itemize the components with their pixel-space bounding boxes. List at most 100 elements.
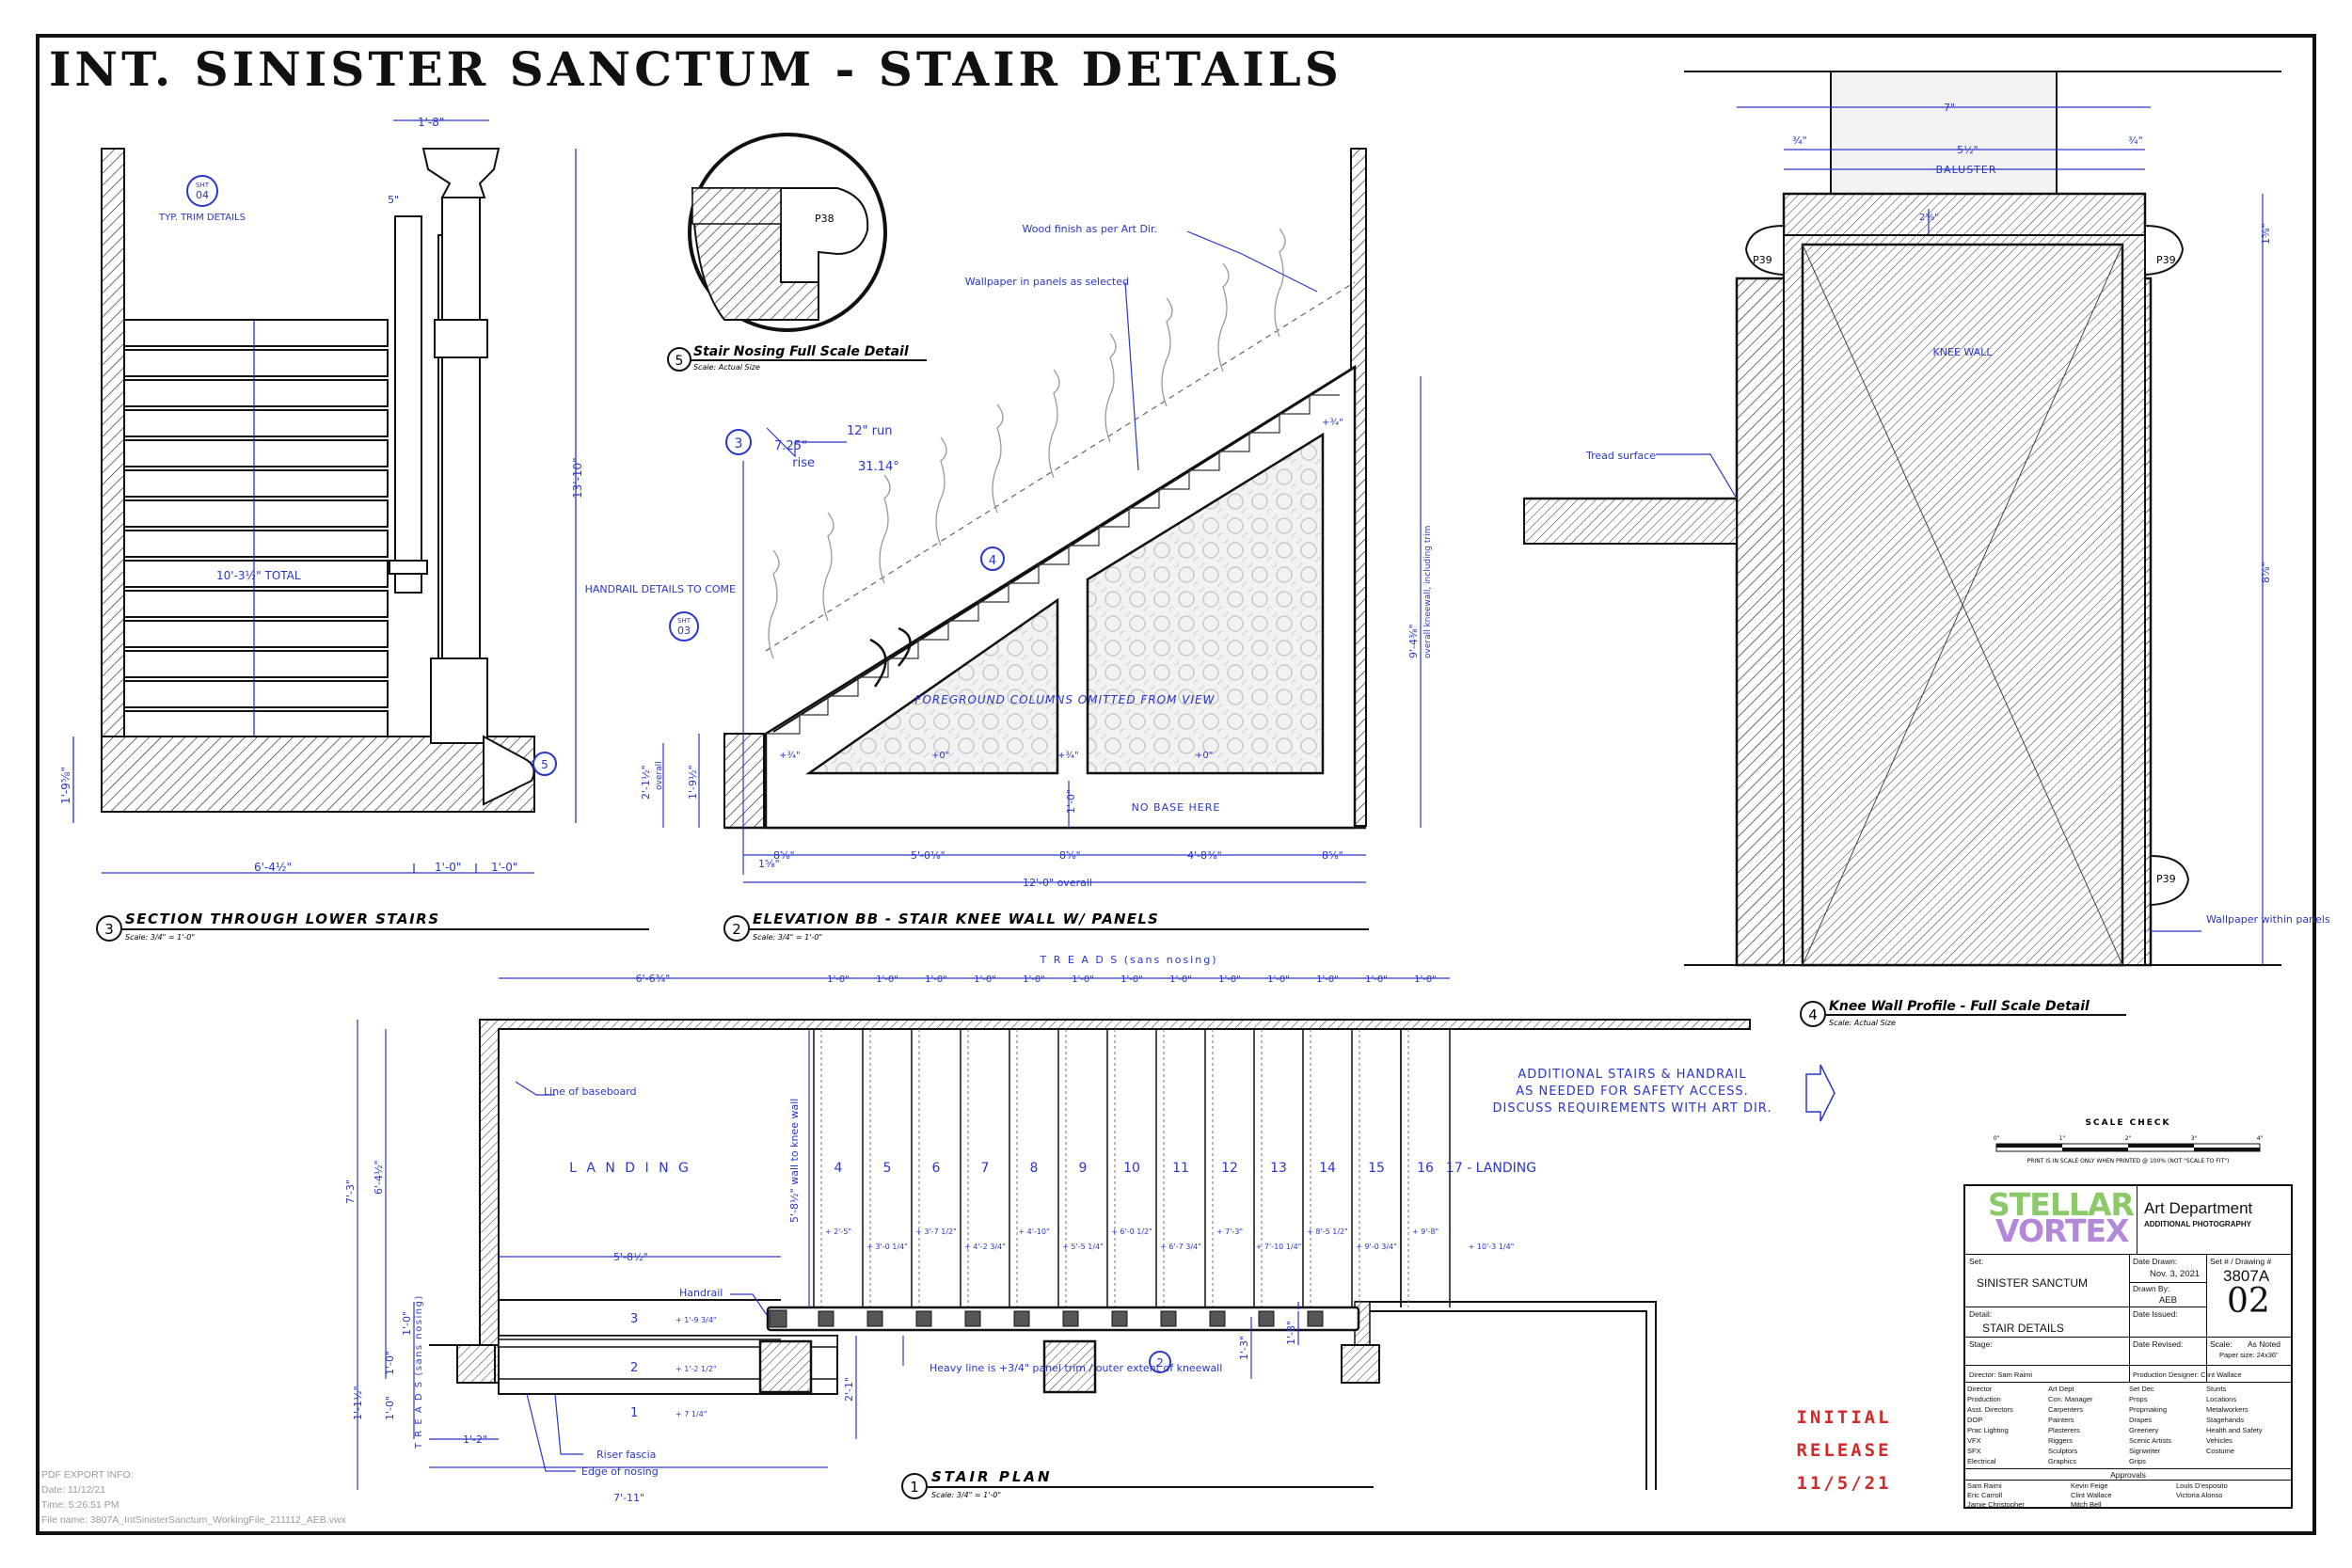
tread-dim: 1'-0" (974, 974, 996, 985)
dept-sub: ADDITIONAL PHOTOGRAPHY (2144, 1220, 2251, 1228)
angle-label: 31.14° (858, 460, 899, 474)
distribution-cell: VFX (1967, 1436, 1981, 1445)
dim-10b: 1'-0" (384, 1351, 396, 1375)
edge-note: Edge of nosing (581, 1465, 659, 1478)
note-wood: Wood finish as per Art Dir. (1023, 223, 1157, 235)
p39-tag-a: P39 (1753, 254, 1772, 266)
dim-73: 7'-3" (344, 1180, 357, 1204)
tread-height: + 7'-3" (1216, 1227, 1243, 1236)
distribution-cell: Sculptors (2048, 1447, 2078, 1455)
view-5-nosing: P38 (688, 133, 887, 332)
tread-step-number: 15 (1368, 1161, 1385, 1176)
view-5-title: Stair Nosing Full Scale Detail (693, 344, 909, 359)
tread-dim: 1'-0" (1218, 974, 1241, 985)
dim-base: 1'-9⅝" (59, 767, 72, 804)
stellar-vortex-logo: STELLAR VORTEX (1988, 1186, 2135, 1249)
paper-size: Paper size: 24x36" (2219, 1351, 2279, 1359)
lower-step-height: + 1'-9 3/4" (675, 1316, 717, 1324)
baluster-label: BALUSTER (1936, 164, 1997, 176)
tread-step-number: 16 (1417, 1161, 1434, 1176)
view-5-number: 5 (675, 354, 684, 369)
plus-0-b: +0" (1195, 751, 1213, 761)
view-1-title: STAIR PLAN (931, 1468, 1053, 1485)
dim-left-note: overall (655, 761, 664, 790)
distribution-cell: Painters (2048, 1416, 2074, 1424)
lower-steps: 3+ 1'-9 3/4"2+ 1'-2 1/2"1+ 7 1/4" (630, 1312, 717, 1420)
view-1-number: 1 (910, 1479, 919, 1496)
scale-check-title: SCALE CHECK (2086, 1118, 2171, 1128)
set-name: SINISTER SANCTUM (1977, 1276, 2089, 1290)
distribution-cell: Asst. Directors (1967, 1405, 2013, 1414)
svg-text:3": 3" (2191, 1135, 2198, 1142)
additional-note-2: AS NEEDED FOR SAFETY ACCESS. (1516, 1085, 1748, 1099)
nosing-tag: P38 (815, 213, 834, 225)
treads-side-label: T R E A D S (sans nosing) (414, 1294, 424, 1449)
p39-tag-b: P39 (2156, 254, 2176, 266)
tread-height: + 4'-10" (1018, 1227, 1049, 1236)
distribution-cell: Signwriter (2129, 1447, 2161, 1455)
view-1-plan: 2 (357, 977, 1836, 1490)
tread-dimension-row: 1'-0"1'-0"1'-0"1'-0"1'-0"1'-0"1'-0"1'-0"… (827, 974, 1437, 985)
approval-cell: Clint Wallace (2071, 1491, 2112, 1499)
tread-height: + 4'-2 3/4" (964, 1243, 1006, 1251)
dim-10a: 1'-0" (401, 1311, 413, 1336)
dim-bottom-mid: 1'-0" (435, 861, 461, 874)
sheet-ref: 04 (196, 189, 209, 201)
distribution-cell: Graphics (2048, 1457, 2077, 1465)
dim-c: 8⅝" (1059, 849, 1081, 862)
tread-step-number: 14 (1319, 1161, 1336, 1176)
tread-step-number: 9 (1079, 1161, 1088, 1176)
dim-5: 5" (388, 194, 399, 206)
scale-check-note: PRINT IS IN SCALE ONLY WHEN PRINTED @ 10… (2027, 1158, 2230, 1164)
tread-height: + 2'-5" (825, 1227, 851, 1236)
scale-value: As Noted (2248, 1339, 2280, 1349)
director: Director: Sam Raimi (1969, 1370, 2033, 1379)
tread-step-number: 5 (883, 1161, 892, 1176)
dept-label: Art Department (2144, 1199, 2253, 1217)
dim-top: 1'-8" (418, 116, 444, 129)
tread-dim: 1'-0" (1169, 974, 1192, 985)
dim-64: 6'-4½" (373, 1160, 385, 1195)
approval-cell: Jamie Christopher (1967, 1500, 2025, 1509)
dim-d: 4'-8⅜" (1187, 849, 1222, 862)
tread-height: + 6'-0 1/2" (1111, 1227, 1152, 1236)
view-5-scale: Scale: Actual Size (693, 363, 760, 372)
scale-check: SCALE CHECK 0" 1" 2" 3" 4" PRINT IS IN S… (1994, 1118, 2264, 1164)
distribution-cell: Production (1967, 1395, 2001, 1403)
tread-step-number: 12 (1221, 1161, 1238, 1176)
distribution-cell: Plasterers (2048, 1426, 2080, 1434)
view-4-profile: 7" 5½" BALUSTER ¾" ¾" 2⅜" KNEE WALL Trea… (1523, 71, 2330, 967)
dim-34-b: ¾" (2128, 135, 2143, 147)
additional-note-3: DISCUSS REQUIREMENTS WITH ART DIR. (1492, 1101, 1772, 1116)
dim-21: 2'-1" (843, 1377, 855, 1402)
title-block: STELLAR VORTEX Art Department ADDITIONAL… (1963, 1184, 2293, 1509)
lower-step-height: + 1'-2 1/2" (675, 1365, 717, 1373)
omitted-note: FOREGROUND COLUMNS OMITTED FROM VIEW (915, 693, 1216, 706)
additional-note-1: ADDITIONAL STAIRS & HANDRAIL (1518, 1068, 1746, 1082)
distribution-cell: Health and Safety (2206, 1426, 2263, 1434)
tread-step-number: 8 (1030, 1161, 1039, 1176)
distribution-cell: Greenery (2129, 1426, 2159, 1434)
wallpaper-note: Wallpaper within panels (2206, 913, 2330, 926)
dim-height-2: 9'-4⅜" (1407, 624, 1420, 658)
dim-right: 8⅞" (2260, 562, 2272, 583)
distribution-cell: Scenic Artists (2129, 1436, 2172, 1445)
svg-text:2": 2" (2125, 1135, 2132, 1142)
dim-7: 7" (1944, 102, 1955, 114)
distribution-cell: Props (2129, 1395, 2148, 1403)
distribution-cell: Grips (2129, 1457, 2146, 1465)
tread-height: + 6'-7 3/4" (1160, 1243, 1201, 1251)
dim-bottom-left: 6'-4½" (254, 861, 292, 874)
tread-step-number: 17 - LANDING (1446, 1161, 1536, 1176)
callout-4: 4 (989, 554, 996, 568)
lower-step-number: 3 (630, 1312, 638, 1326)
distribution-cell: Propmaking (2129, 1405, 2168, 1414)
tread-height: + 9'-0 3/4" (1356, 1243, 1397, 1251)
dim-18: 1'-8" (1285, 1321, 1297, 1345)
run-label: 12" run (847, 424, 892, 438)
distribution-cell: Set Dec (2129, 1385, 2154, 1393)
tread-dim: 1'-0" (1023, 974, 1045, 985)
view-4-number: 4 (1808, 1006, 1818, 1023)
heavy-line-note: Heavy line is +3/4" panel trim / outer e… (930, 1362, 1222, 1374)
